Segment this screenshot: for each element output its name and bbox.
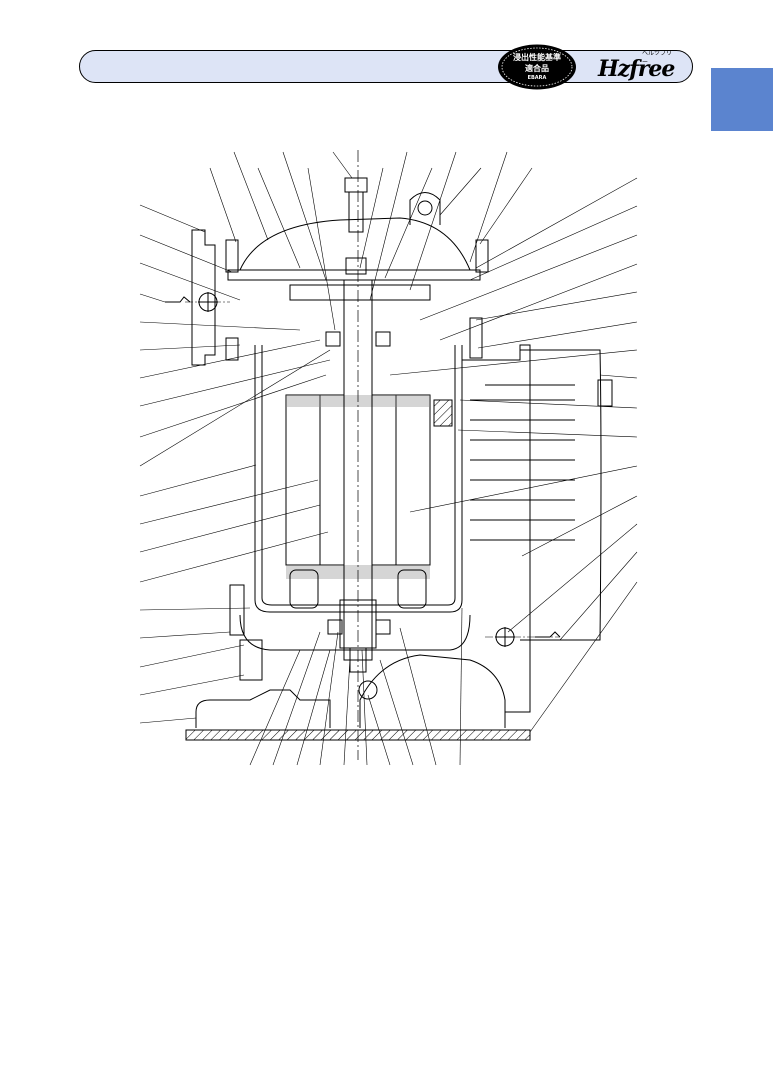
stator-left-outer — [285, 394, 321, 566]
left-foot — [195, 689, 331, 728]
center-foot — [359, 654, 506, 728]
seal-housing — [289, 284, 431, 301]
lower-bolt-left — [229, 584, 245, 636]
logo-main-text: Hzfree — [598, 56, 675, 82]
coil-end-left — [289, 569, 319, 609]
rotor-left — [319, 394, 345, 566]
motor-cover-outline — [520, 349, 602, 641]
leader-lines — [139, 151, 638, 766]
cooling-fins — [470, 384, 575, 541]
compliance-seal: 浸出性能基準 適合品 EBARA — [497, 44, 577, 90]
terminal-bracket — [462, 344, 531, 713]
casing-bolt-left — [225, 337, 239, 361]
upper-cover-dome — [239, 217, 471, 271]
motor-frame-inner — [261, 345, 456, 606]
coil-end-right — [397, 569, 427, 609]
cable-gland — [597, 379, 613, 407]
chapter-tab — [711, 68, 773, 131]
rotor-right — [371, 394, 397, 566]
upper-bearing-left — [325, 331, 341, 347]
casing-bolt-right — [469, 317, 483, 359]
discharge-stub — [239, 639, 263, 681]
shaft-nut — [345, 257, 367, 275]
air-vent-cap — [344, 177, 368, 193]
upper-cover-flange — [227, 269, 481, 281]
stator-right-outer — [395, 394, 431, 566]
seal-badge-icon — [498, 44, 576, 90]
terminal-block — [433, 399, 453, 427]
lower-bearing-right — [375, 619, 391, 635]
logo-kana-text: ヘルツフリー — [642, 50, 673, 66]
drain-port — [358, 680, 378, 700]
seal-line-2: 適合品 — [525, 64, 549, 73]
flange-bolt-right — [475, 239, 489, 273]
flange-bolt-left — [225, 239, 239, 273]
lower-bracket — [239, 614, 471, 651]
hzfree-logo: Hzfree ヘルツフリー — [598, 48, 676, 86]
lifting-hole — [417, 200, 433, 216]
flow-arrow-left — [165, 296, 191, 303]
header-bar — [79, 50, 693, 83]
lower-bearing-left — [327, 619, 343, 635]
flow-arrow-right — [535, 631, 561, 638]
suction-flange — [191, 229, 216, 366]
seal-line-1: 浸出性能基準 — [513, 53, 561, 62]
seal-maker: EBARA — [527, 75, 547, 81]
air-vent-stem — [348, 191, 364, 233]
upper-bearing-right — [375, 331, 391, 347]
motor-frame — [254, 345, 463, 613]
